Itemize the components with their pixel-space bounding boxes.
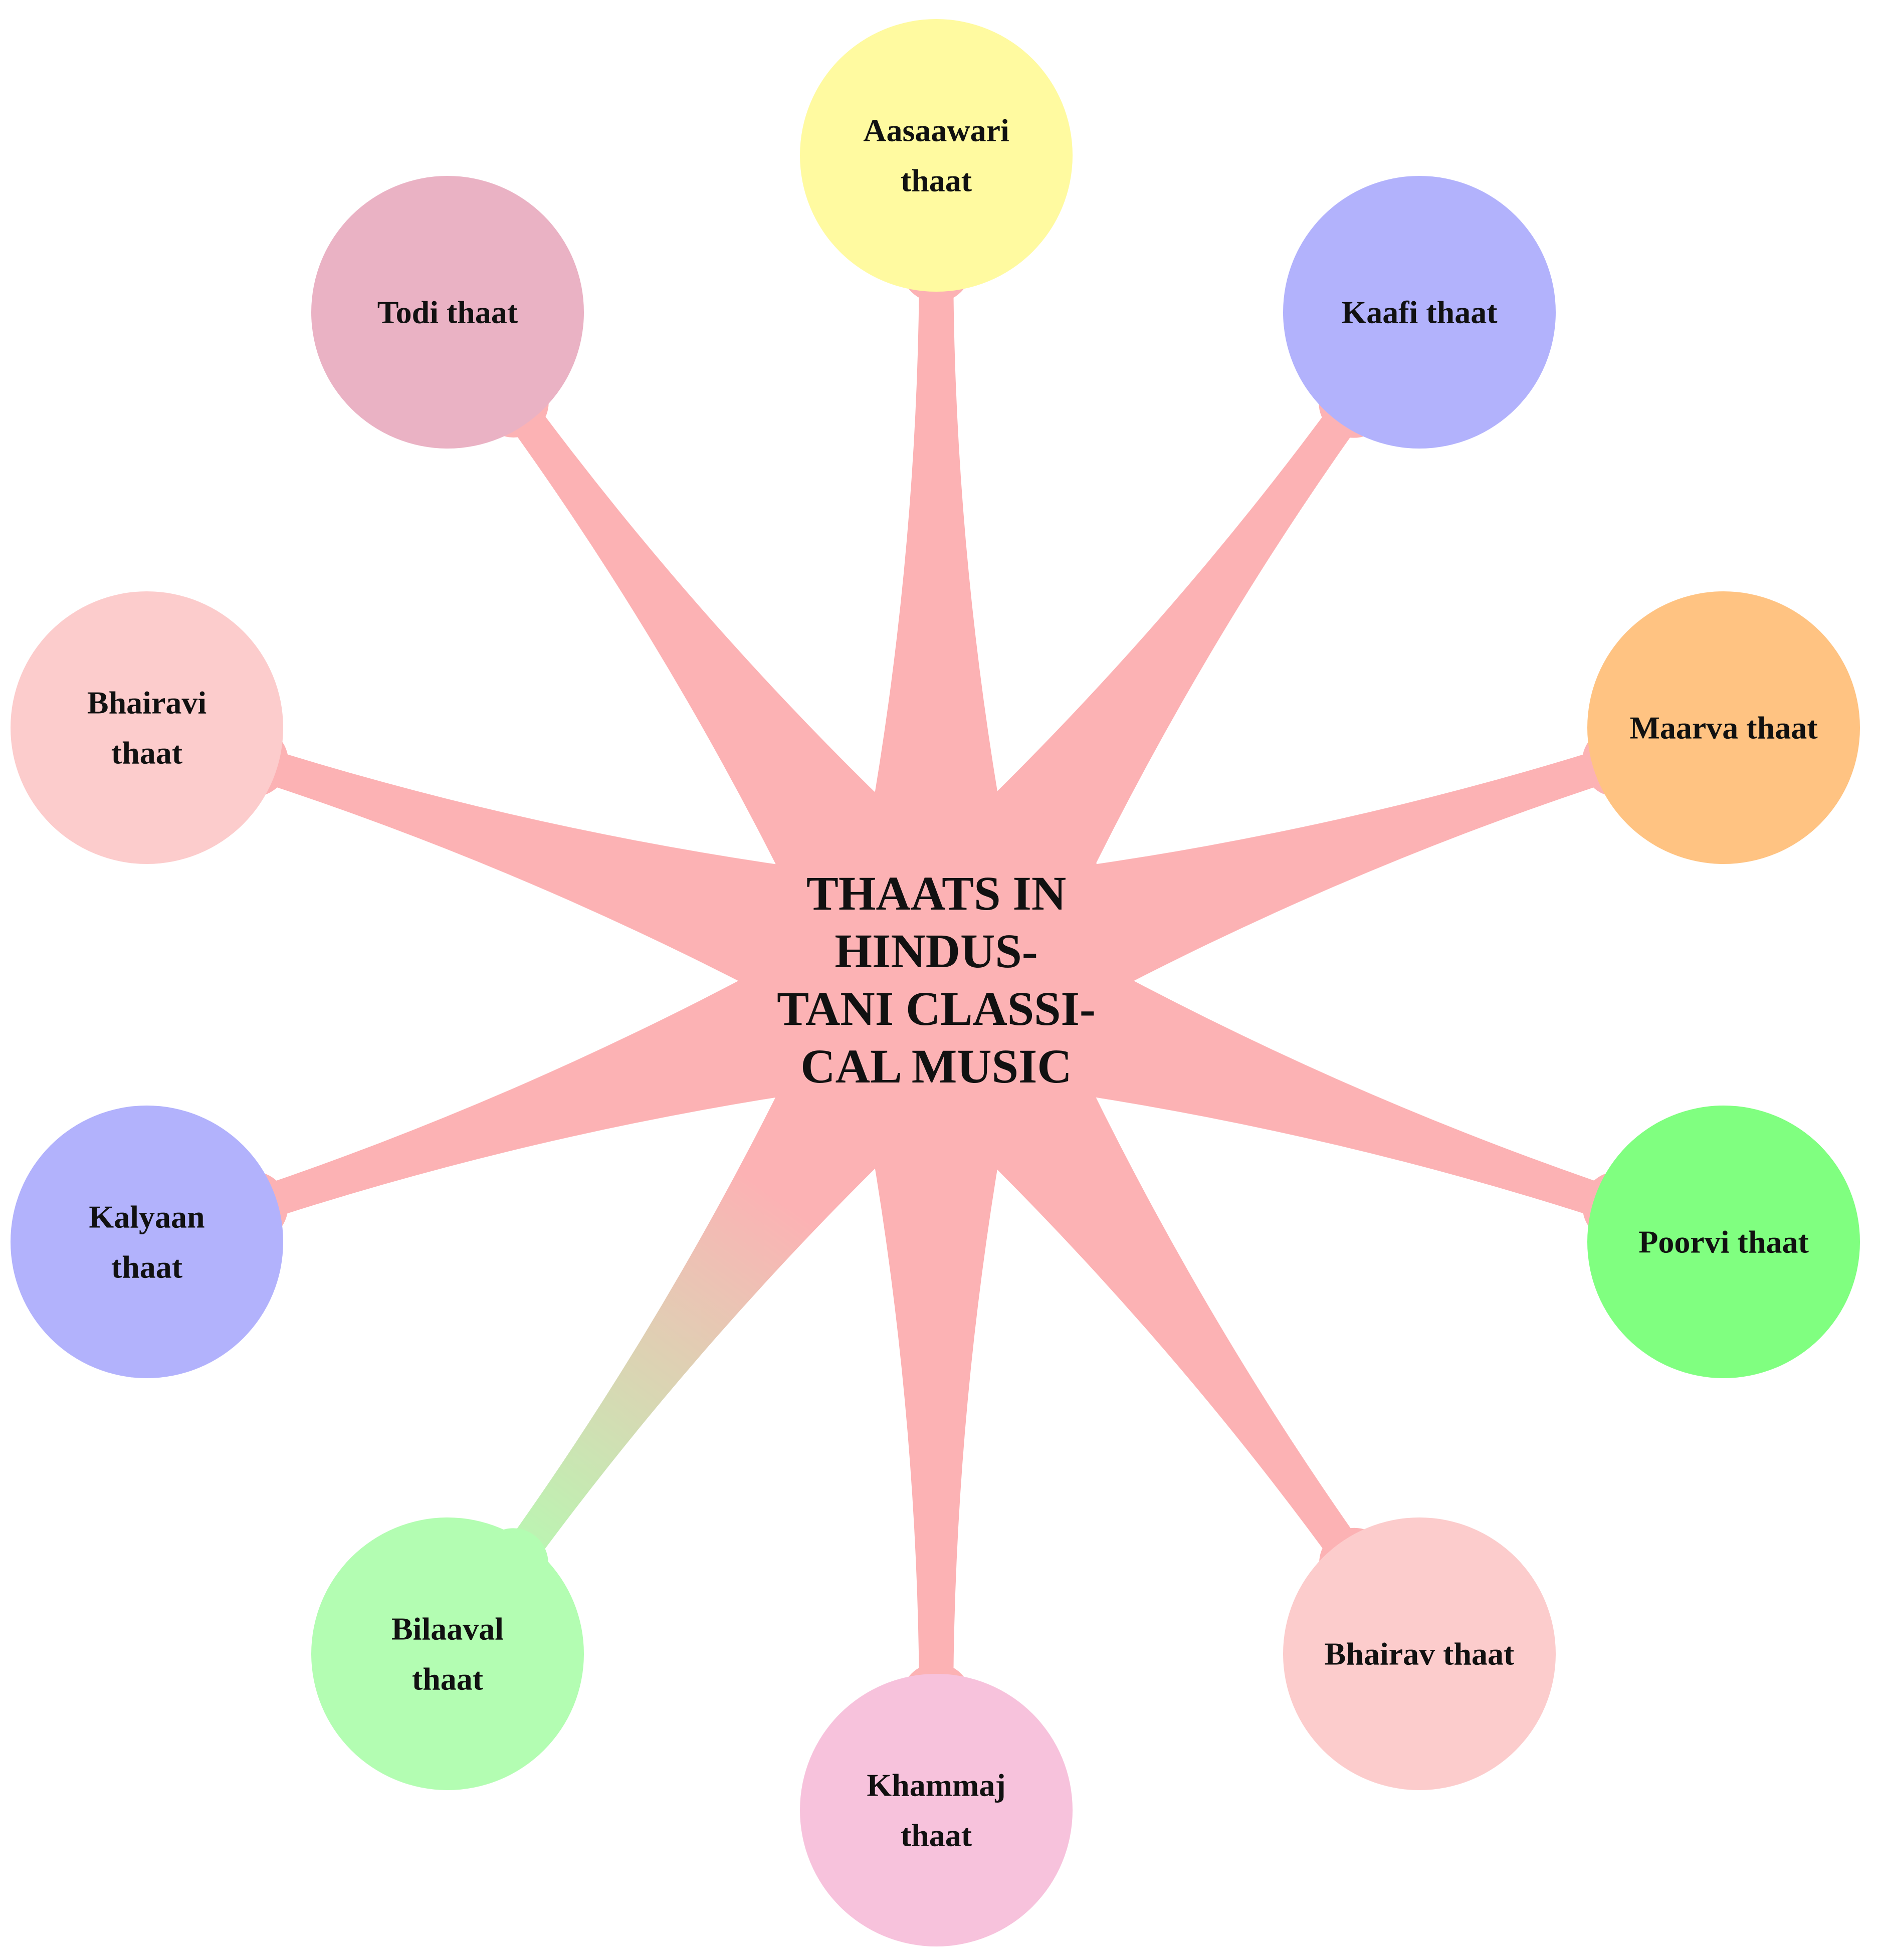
branch-kalyaan (219, 943, 857, 1232)
branch-kaafi (939, 368, 1385, 936)
node-kaafi: Kaafi thaat (1283, 176, 1556, 449)
node-khammaj: Khammaj thaat (800, 1674, 1073, 1946)
center-node-circle (738, 782, 1134, 1178)
node-label-khammaj: Khammaj (867, 1768, 1005, 1803)
node-label-bhairavi: thaat (111, 735, 183, 771)
branch-todi (482, 368, 933, 937)
node-circle-bhairavi (11, 591, 283, 864)
node-bilaaval: Bilaaval thaat (311, 1517, 584, 1790)
node-label-poorvi: Poorvi thaat (1638, 1224, 1809, 1260)
node-label-kalyaan: Kalyaan (89, 1199, 204, 1235)
branch-khammaj (861, 1088, 1011, 1728)
node-circle-todi (311, 176, 584, 449)
node-circle-khammaj (800, 1674, 1073, 1946)
branch-bhairavi (220, 736, 856, 1018)
node-label-kalyaan: thaat (111, 1249, 183, 1285)
node-circle-kaafi (1283, 176, 1556, 449)
center-title-line: TANI CLASSI- (777, 982, 1096, 1035)
node-label-khammaj: thaat (901, 1818, 972, 1853)
node-kalyaan: Kalyaan thaat (11, 1106, 283, 1378)
branch-bhairav (938, 1024, 1386, 1598)
branch-aasaawari (861, 237, 1011, 871)
node-label-bilaaval: thaat (412, 1661, 484, 1697)
center-title-line: CAL MUSIC (800, 1039, 1072, 1093)
node-label-kaafi: Kaafi thaat (1341, 295, 1498, 330)
node-label-maarva: Maarva thaat (1629, 710, 1818, 746)
node-circle-bilaaval (311, 1517, 584, 1790)
node-circle-maarva (1587, 591, 1860, 864)
node-label-aasaawari: thaat (901, 163, 972, 198)
node-label-bilaaval: Bilaaval (391, 1611, 504, 1647)
center-title-line: HINDUS- (834, 924, 1037, 978)
node-circle-poorvi (1587, 1106, 1860, 1378)
node-label-aasaawari: Aasaawari (863, 113, 1009, 148)
node-maarva: Maarva thaat (1587, 591, 1860, 864)
node-todi: Todi thaat (311, 176, 584, 449)
branch-maarva (1017, 736, 1651, 1018)
branch-bilaaval (482, 1023, 933, 1598)
node-circle-aasaawari (800, 19, 1073, 292)
node-label-bhairav: Bhairav thaat (1325, 1636, 1515, 1672)
node-aasaawari: Aasaawari thaat (800, 19, 1073, 292)
node-circle-kalyaan (11, 1106, 283, 1378)
branch-poorvi (1015, 943, 1651, 1232)
center-title-line: THAATS IN (806, 866, 1066, 920)
node-bhairavi: Bhairavi thaat (11, 591, 283, 864)
node-label-todi: Todi thaat (377, 295, 518, 330)
node-bhairav: Bhairav thaat (1283, 1517, 1556, 1790)
node-poorvi: Poorvi thaat (1587, 1106, 1860, 1378)
node-circle-bhairav (1283, 1517, 1556, 1790)
node-label-bhairavi: Bhairavi (87, 685, 206, 721)
